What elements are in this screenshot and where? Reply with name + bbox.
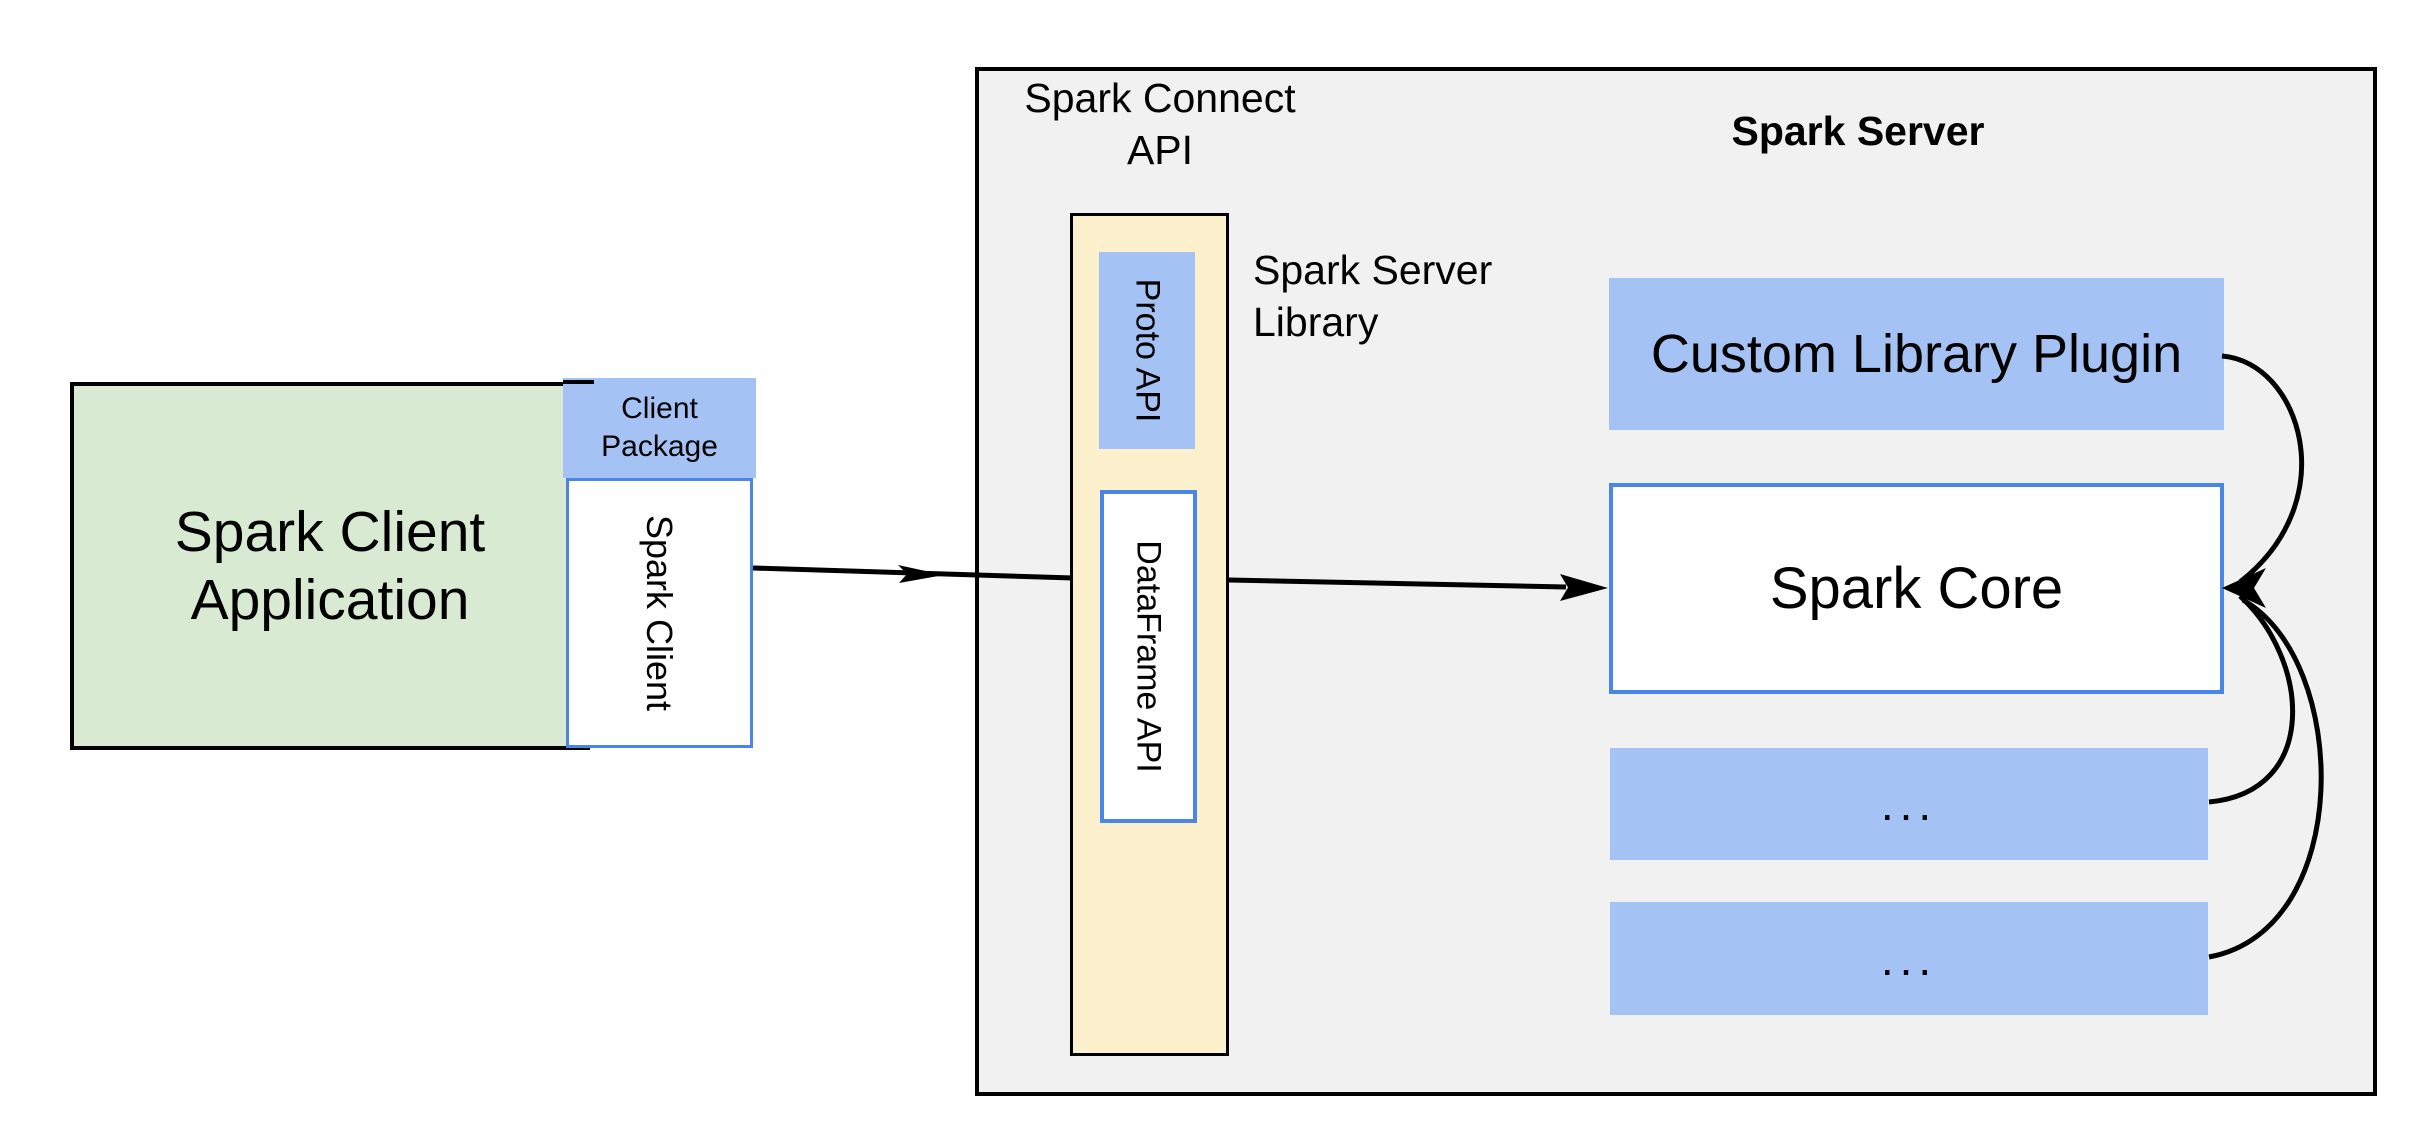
more-plugins-box-1: ... [1610,748,2208,860]
client-package-label: Client Package [601,390,718,466]
spark-server-library-caption: Spark Server Library [1253,244,1583,348]
spark-connect-api-heading-line1: Spark Connect [1024,75,1296,121]
proto-api-label: Proto API [1128,278,1167,423]
spark-core-box: Spark Core [1609,483,2224,694]
spark-client-label: Spark Client [639,514,681,712]
more-plugins-box-2: ... [1610,902,2208,1015]
spark-server-library-caption-line1: Spark Server [1253,247,1493,293]
spark-core-label: Spark Core [1769,556,2064,621]
custom-library-plugin-label: Custom Library Plugin [1650,324,2183,384]
spark-server-heading: Spark Server [1731,108,1985,154]
more-plugins-label-1: ... [1880,778,1938,830]
spark-client-application-box: Spark Client Application [70,382,590,750]
arrowhead-client-to-connect-api [898,565,944,583]
proto-api-box: Proto API [1099,252,1195,449]
spark-connect-api-heading-line2: API [1126,127,1194,173]
spark-server-library-caption-line2: Library [1253,299,1379,345]
client-package-label-line2: Package [601,430,718,463]
client-package-box: Client Package [563,378,756,478]
client-package-label-line1: Client [621,392,698,425]
spark-client-box: Spark Client [566,478,753,748]
spark-connect-api-heading: Spark Connect API [960,72,1360,176]
dataframe-api-label: DataFrame API [1130,540,1169,773]
spark-client-application-label: Spark Client Application [175,498,485,634]
more-plugins-label-2: ... [1880,932,1938,985]
spark-client-application-label-line1: Spark Client [174,500,486,564]
spark-client-application-label-line2: Application [190,568,470,632]
green-box-border-overlap [563,380,594,384]
custom-library-plugin-box: Custom Library Plugin [1609,278,2224,430]
dataframe-api-box: DataFrame API [1100,490,1197,823]
